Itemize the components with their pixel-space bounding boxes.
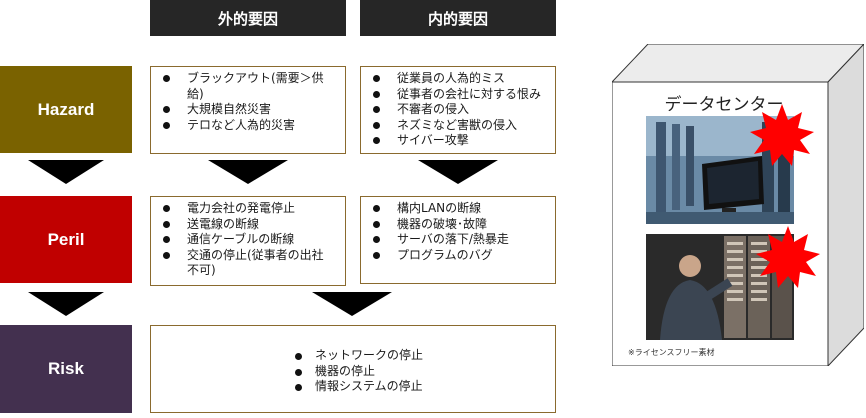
hazard-to-peril-internal-arrow [418,160,498,184]
list-item: 構内LANの断線 [373,201,549,217]
peril-internal-list: 構内LANの断線 機器の破壊･故障 サーバの落下/熱暴走 プログラムのバグ [361,197,555,263]
list-item: ネズミなど害獣の侵入 [373,118,549,134]
hazard-label: Hazard [0,66,132,153]
list-item: テロなど人為的災害 [163,118,339,134]
technician-photo [646,234,794,340]
header-external-factors: 外的要因 [150,0,346,36]
list-item: ネットワークの停止 [294,348,424,362]
list-item: 送電線の断線 [163,217,339,233]
list-item: 従業員の人為的ミス [373,71,549,87]
hazard-internal-list: 従業員の人為的ミス 従事者の会社に対する恨み 不審者の侵入 ネズミなど害獣の侵入… [361,67,555,149]
peril-external-box: 電力会社の発電停止 送電線の断線 通信ケーブルの断線 交通の停止(従事者の出社不… [150,196,346,286]
risk-list: ネットワークの停止 機器の停止 情報システムの停止 [279,344,429,395]
list-item: サーバの落下/熱暴走 [373,232,549,248]
hazard-external-list: ブラックアウト(需要＞供給) 大規模自然災害 テロなど人為的災害 [151,67,345,133]
hazard-external-box: ブラックアウト(需要＞供給) 大規模自然災害 テロなど人為的災害 [150,66,346,154]
license-credit: ※ライセンスフリー素材 [628,348,715,357]
alert-burst-icon [756,226,820,288]
list-item: プログラムのバグ [373,248,549,264]
list-item: 従事者の会社に対する恨み [373,87,549,103]
hazard-to-peril-left-arrow [28,160,104,184]
hazard-to-peril-external-arrow [208,160,288,184]
datacenter-illustration [612,44,864,366]
peril-to-risk-center-arrow [312,292,392,316]
risk-label: Risk [0,325,132,413]
peril-external-list: 電力会社の発電停止 送電線の断線 通信ケーブルの断線 交通の停止(従事者の出社不… [151,197,345,279]
list-item: ブラックアウト(需要＞供給) [163,71,339,102]
list-item: 情報システムの停止 [294,379,423,393]
peril-internal-box: 構内LANの断線 機器の破壊･故障 サーバの落下/熱暴走 プログラムのバグ [360,196,556,284]
datacenter-title: データセンター [664,95,784,115]
alert-burst-icon [750,104,814,166]
peril-label: Peril [0,196,132,283]
list-item: 電力会社の発電停止 [163,201,339,217]
header-internal-factors: 内的要因 [360,0,556,36]
peril-to-risk-left-arrow [28,292,104,316]
list-item: 大規模自然災害 [163,102,339,118]
list-item: 不審者の侵入 [373,102,549,118]
risk-box: ネットワークの停止 機器の停止 情報システムの停止 [150,325,556,413]
list-item: 通信ケーブルの断線 [163,232,339,248]
list-item: 機器の停止 [294,364,423,380]
list-item: サイバー攻撃 [373,133,549,149]
list-item: 機器の破壊･故障 [373,217,549,233]
hazard-internal-box: 従業員の人為的ミス 従事者の会社に対する恨み 不審者の侵入 ネズミなど害獣の侵入… [360,66,556,154]
list-item: 交通の停止(従事者の出社不可) [163,248,339,279]
